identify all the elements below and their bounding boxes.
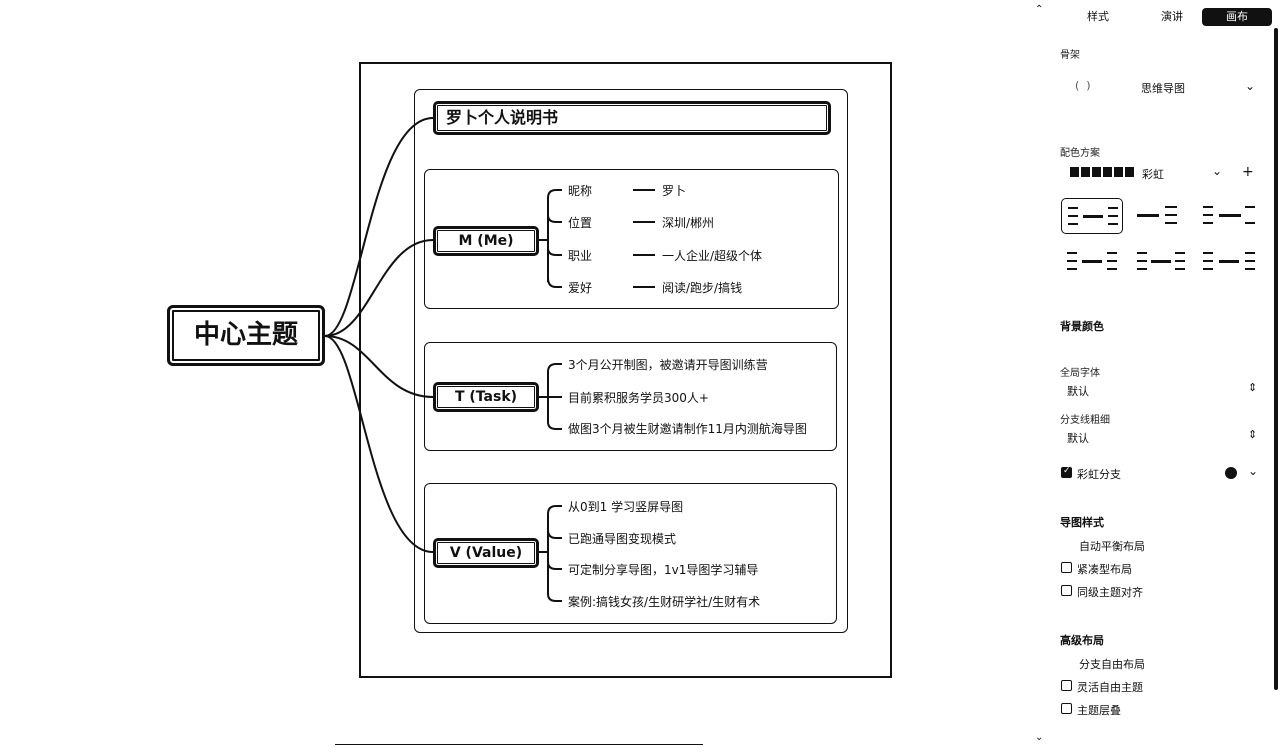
auto-balance-label[interactable]: 自动平衡布局	[1079, 540, 1145, 553]
layout-option-1[interactable]	[1061, 198, 1123, 234]
t-item-2[interactable]: 目前累积服务学员300人+	[568, 391, 709, 405]
font-label: 全局字体	[1060, 368, 1100, 379]
layout-option-2[interactable]	[1133, 198, 1195, 234]
font-select[interactable]: 默认	[1067, 385, 1089, 398]
updown-icon[interactable]: ⇕	[1248, 381, 1258, 394]
m-key-hobby[interactable]: 爱好	[568, 281, 593, 295]
tab-style[interactable]: 样式	[1087, 10, 1109, 23]
v-item-2[interactable]: 已跑通导图变现模式	[568, 532, 677, 546]
layout-option-5[interactable]	[1133, 244, 1195, 280]
color-scheme-select[interactable]: 彩虹	[1142, 168, 1164, 181]
color-scheme-label: 配色方案	[1060, 148, 1100, 159]
connector-lines	[324, 117, 655, 602]
compact-layout-label: 紧凑型布局	[1077, 563, 1132, 576]
t-boundary	[424, 342, 837, 451]
branch-width-label: 分支线粗细	[1060, 415, 1110, 426]
align-siblings-checkbox[interactable]	[1061, 585, 1072, 596]
rainbow-branch-label: 彩虹分支	[1077, 468, 1121, 481]
branch-width-select[interactable]: 默认	[1067, 432, 1089, 445]
flexible-topic-checkbox[interactable]	[1061, 680, 1072, 691]
m-value-job[interactable]: 一人企业/超级个体	[662, 249, 763, 263]
rainbow-branch-checkbox[interactable]	[1061, 466, 1072, 478]
m-key-job[interactable]: 职业	[568, 249, 593, 263]
panel-tabs: 样式 演讲 画布	[1070, 8, 1275, 28]
collapse-down-icon[interactable]: ⌄	[1035, 732, 1044, 743]
v-item-3[interactable]: 可定制分享导图，1v1导图学习辅导	[568, 563, 759, 577]
m-value-hobby[interactable]: 阅读/跑步/搞钱	[662, 281, 743, 295]
layout-option-3[interactable]	[1201, 198, 1263, 234]
color-picker-icon[interactable]	[1225, 467, 1237, 479]
skeleton-thumb-icon[interactable]: ( )	[1075, 79, 1091, 92]
chevron-down-icon[interactable]: ⌄	[1245, 79, 1256, 93]
tab-canvas[interactable]: 画布	[1202, 8, 1272, 26]
layout-option-4[interactable]	[1061, 244, 1123, 280]
advanced-layout-heading: 高级布局	[1060, 634, 1104, 647]
node-t-task[interactable]: T (Task)	[433, 382, 539, 412]
m-key-location[interactable]: 位置	[568, 216, 593, 230]
title-topic[interactable]: 罗卜个人说明书	[433, 101, 831, 135]
v-item-1[interactable]: 从0到1 学习竖屏导图	[568, 500, 684, 514]
updown-icon[interactable]: ⇕	[1248, 428, 1258, 441]
skeleton-select[interactable]: 思维导图	[1141, 82, 1185, 95]
horizontal-scrollbar[interactable]	[335, 744, 703, 745]
topic-stack-label: 主题层叠	[1077, 704, 1121, 717]
bg-color-label[interactable]: 背景颜色	[1060, 320, 1104, 333]
t-item-3[interactable]: 做图3个月被生财邀请制作11月内测航海导图	[568, 422, 807, 436]
map-style-heading: 导图样式	[1060, 516, 1104, 529]
layout-option-6[interactable]	[1201, 244, 1263, 280]
summary-boundary	[414, 89, 848, 633]
flexible-topic-label: 灵活自由主题	[1077, 681, 1143, 694]
collapse-up-icon[interactable]: ⌃	[1035, 4, 1044, 15]
mindmap-canvas[interactable]: 罗卜个人说明书 中心主题 M (Me) T (Task) V (Value) 昵…	[0, 0, 1030, 747]
central-topic[interactable]: 中心主题	[167, 305, 325, 366]
chevron-down-icon[interactable]: ⌄	[1212, 164, 1223, 178]
canvas-frame	[359, 62, 892, 678]
chevron-down-icon[interactable]: ⌄	[1248, 464, 1259, 478]
skeleton-label: 骨架	[1060, 50, 1080, 61]
m-value-nickname[interactable]: 罗卜	[662, 184, 687, 198]
color-swatch-strip[interactable]	[1070, 167, 1135, 177]
free-branch-label[interactable]: 分支自由布局	[1079, 658, 1145, 671]
topic-stack-checkbox[interactable]	[1061, 703, 1072, 714]
node-m-me[interactable]: M (Me)	[433, 226, 539, 256]
m-key-nickname[interactable]: 昵称	[568, 184, 593, 198]
panel-scrollbar[interactable]	[1274, 28, 1278, 690]
m-value-location[interactable]: 深圳/郴州	[662, 216, 715, 230]
structure-layout-grid	[1061, 198, 1273, 278]
node-v-value[interactable]: V (Value)	[433, 538, 539, 568]
m-boundary	[424, 169, 839, 309]
v-boundary	[424, 483, 837, 624]
format-panel: ⌃ 样式 演讲 画布 骨架 ( ) 思维导图 ⌄ 配色方案 彩虹 ⌄ + 背景颜…	[1030, 0, 1280, 747]
compact-layout-checkbox[interactable]	[1061, 562, 1072, 573]
t-item-1[interactable]: 3个月公开制图，被邀请开导图训练营	[568, 358, 768, 372]
add-icon[interactable]: +	[1242, 164, 1254, 180]
align-siblings-label: 同级主题对齐	[1077, 586, 1143, 599]
tab-present[interactable]: 演讲	[1161, 10, 1183, 23]
v-item-4[interactable]: 案例:搞钱女孩/生财研学社/生财有术	[568, 595, 761, 609]
